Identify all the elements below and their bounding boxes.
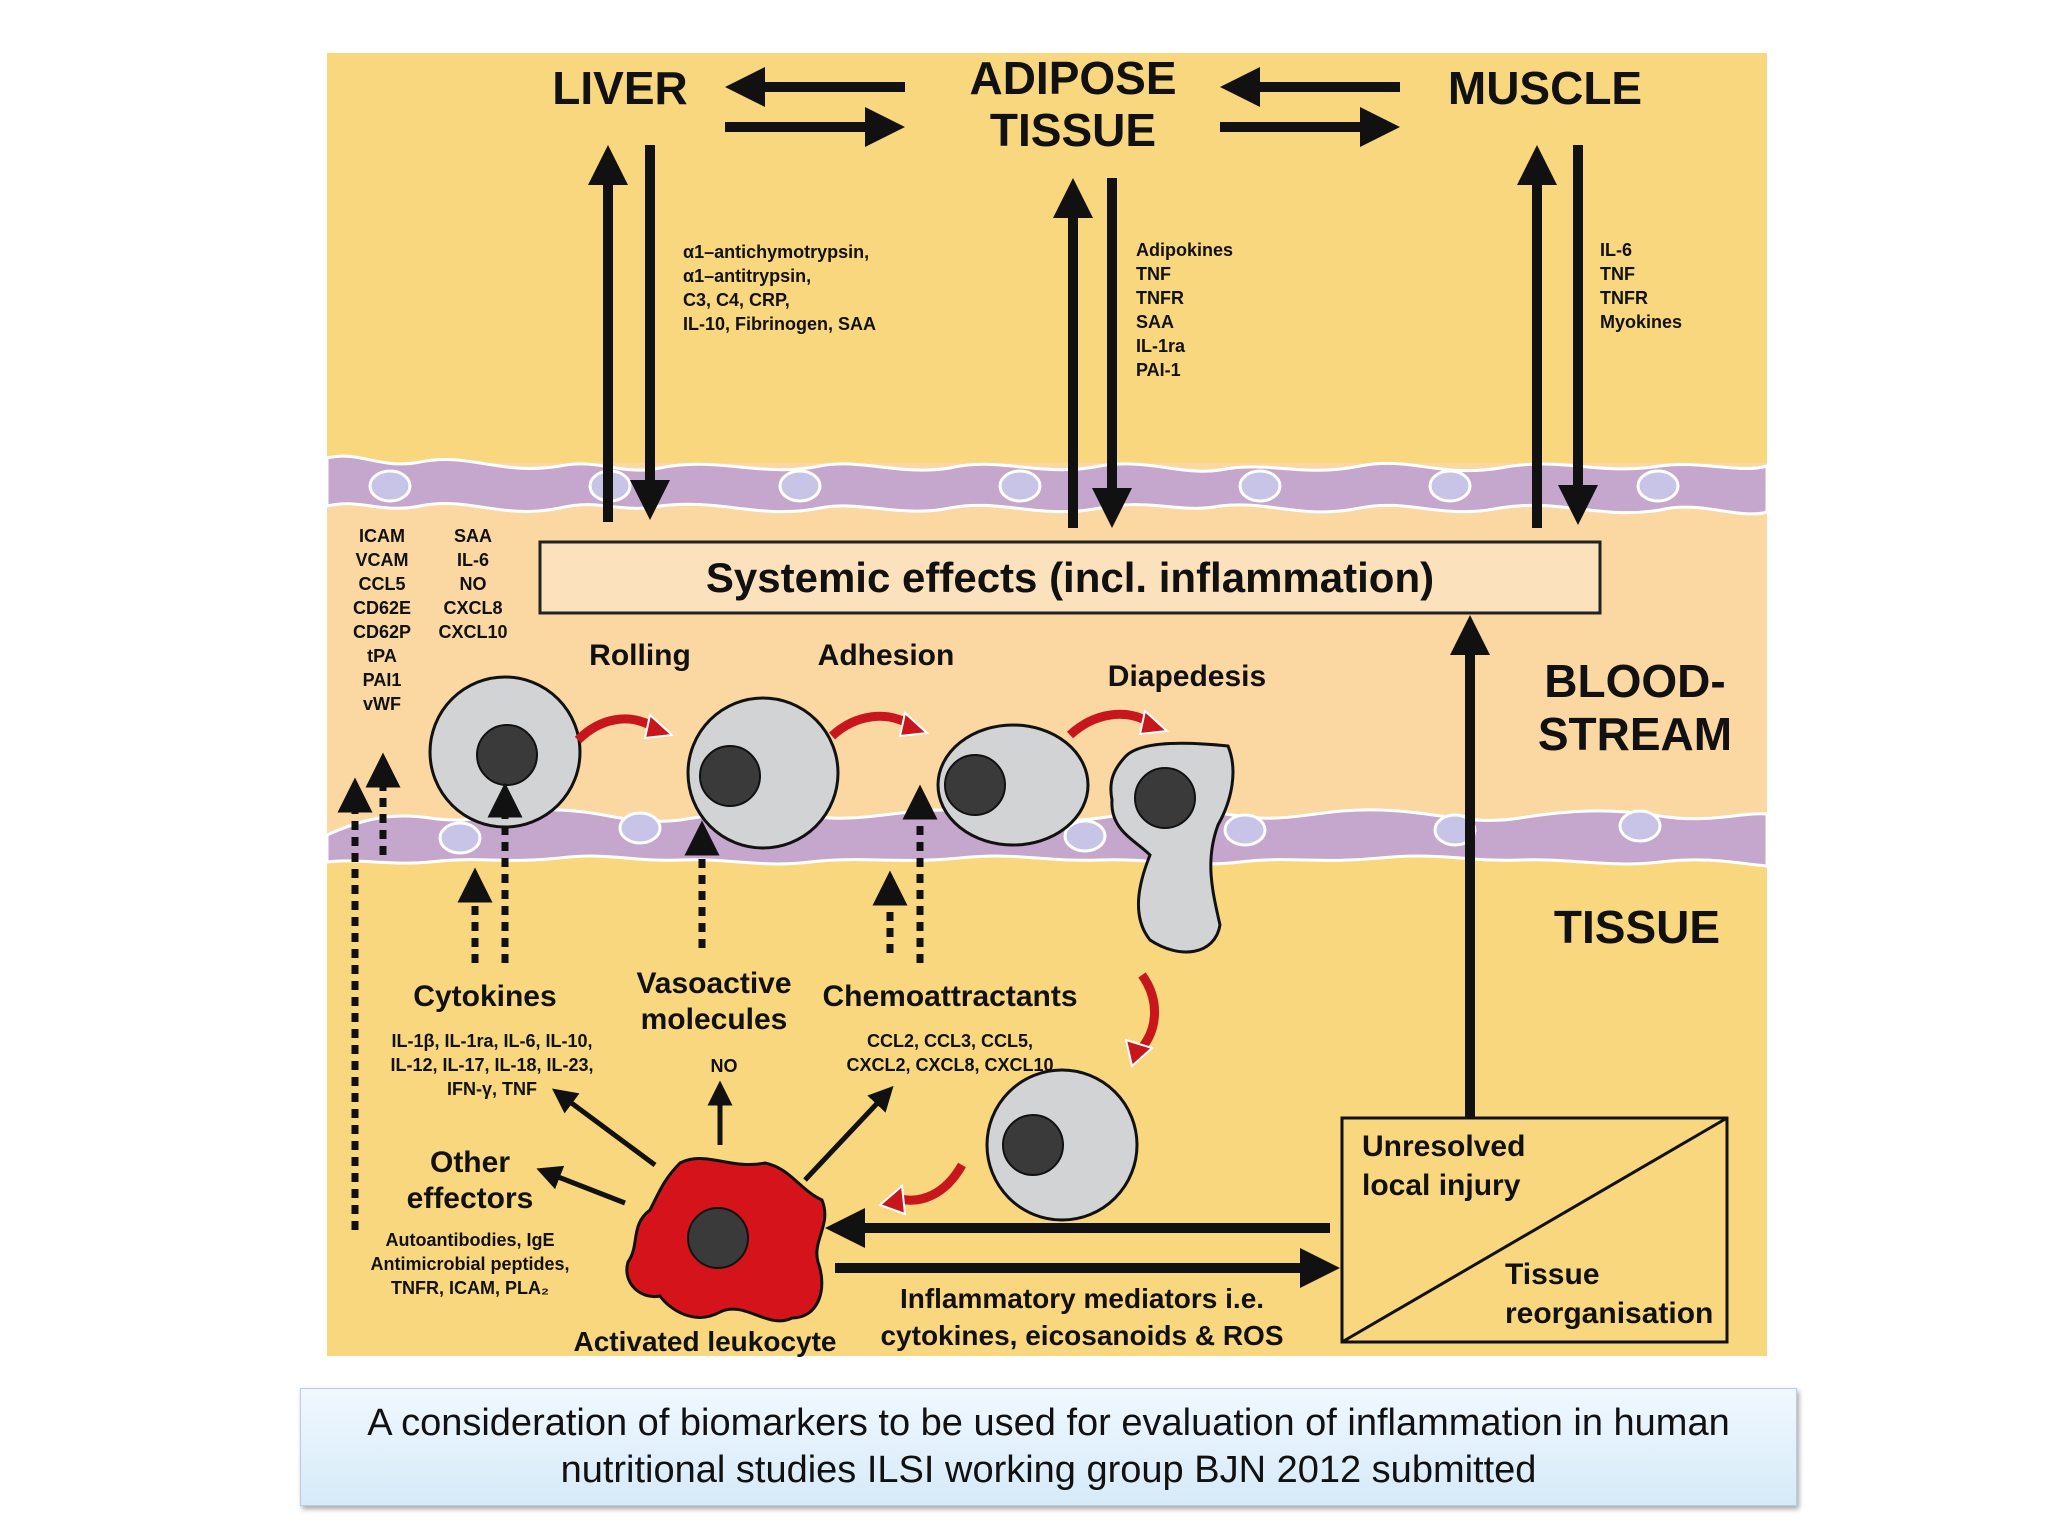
injury-box: [1340, 1116, 1729, 1344]
adipose-marker: Adipokines: [1136, 240, 1233, 260]
adipose-marker: PAI-1: [1136, 360, 1181, 380]
upper-tissue-region: [327, 53, 1767, 463]
cytokine-line: IL-1β, IL-1ra, IL-6, IL-10,: [391, 1031, 592, 1051]
systemic-effects-label: Systemic effects (incl. inflammation): [706, 554, 1434, 601]
mediator-exchange-arrows: [825, 615, 1490, 1288]
endothelial-marker: CCL5: [358, 574, 405, 594]
endothelial-marker: vWF: [363, 694, 401, 714]
muscle-marker: IL-6: [1600, 240, 1632, 260]
organ-liver: LIVER: [552, 62, 687, 114]
vasoactive-title-line2: molecules: [641, 1003, 788, 1036]
endothelial-marker: ICAM: [359, 526, 405, 546]
cytokines-title: Cytokines: [413, 980, 556, 1013]
muscle-marker: TNFR: [1600, 288, 1648, 308]
leukocyte-rolling: [428, 675, 582, 829]
activated-leukocyte: [625, 1157, 827, 1323]
cytokine-line: IL-12, IL-17, IL-18, IL-23,: [390, 1055, 593, 1075]
bloodstream-label-line2: STREAM: [1538, 708, 1732, 760]
liver-marker-list: α1–antichymotrypsin, α1–antitrypsin, C3,…: [683, 242, 876, 334]
migration-arrows: [574, 709, 1170, 1216]
curved-arrow-icon: [1136, 972, 1159, 1054]
chemoattractants-list: CCL2, CCL3, CCL5, CXCL2, CXCL8, CXCL10: [846, 1031, 1053, 1075]
systemic-effects-box: [538, 540, 1602, 615]
adipose-marker: IL-1ra: [1136, 336, 1186, 356]
liver-marker: α1–antichymotrypsin,: [683, 242, 869, 262]
stage-rolling: Rolling: [589, 639, 691, 672]
vasoactive-list: NO: [711, 1056, 738, 1076]
activated-leukocyte-label: Activated leukocyte: [574, 1326, 837, 1357]
dotted-signal-arrows: [337, 752, 938, 1230]
chemo-line: CXCL2, CXCL8, CXCL10: [846, 1055, 1053, 1075]
adipose-marker: SAA: [1136, 312, 1174, 332]
stage-adhesion: Adhesion: [818, 639, 955, 672]
organ-adipose-line1: ADIPOSE: [969, 52, 1176, 104]
other-effector-line: TNFR, ICAM, PLA₂: [391, 1278, 549, 1298]
liver-marker: C3, C4, CRP,: [683, 290, 790, 310]
curved-arrow-icon: [898, 711, 930, 738]
leukocyte-tissue: [985, 1068, 1139, 1222]
adipose-marker: TNF: [1136, 264, 1171, 284]
effector-arrows: [536, 1080, 894, 1206]
endothelial-markers-right: SAA IL-6 NO CXCL8 CXCL10: [438, 526, 507, 642]
endothelial-marker: SAA: [454, 526, 492, 546]
endothelial-marker: CD62E: [353, 598, 411, 618]
organ-vertical-arrows: [588, 145, 1598, 528]
stage-diapedesis: Diapedesis: [1108, 660, 1266, 693]
muscle-marker: TNF: [1600, 264, 1635, 284]
inflammatory-mediators-line2: cytokines, eicosanoids & ROS: [880, 1320, 1283, 1351]
other-effectors-list: Autoantibodies, IgE Antimicrobial peptid…: [370, 1230, 569, 1298]
cytokine-line: IFN-γ, TNF: [447, 1079, 537, 1099]
endothelial-marker: PAI1: [363, 670, 402, 690]
organ-muscle: MUSCLE: [1448, 62, 1642, 114]
caption-line: A consideration of biomarkers to be used…: [367, 1402, 1730, 1444]
bloodstream-label-line1: BLOOD-: [1544, 655, 1725, 707]
adipose-marker: TNFR: [1136, 288, 1184, 308]
organ-adipose-line2: TISSUE: [990, 104, 1156, 156]
chemoattractants-title: Chemoattractants: [822, 980, 1077, 1013]
other-effector-line: Antimicrobial peptides,: [370, 1254, 569, 1274]
caption-line: nutritional studies ILSI working group B…: [560, 1449, 1537, 1491]
endothelial-marker: tPA: [367, 646, 397, 666]
tissue-label: TISSUE: [1554, 901, 1720, 953]
cytokines-list: IL-1β, IL-1ra, IL-6, IL-10, IL-12, IL-17…: [390, 1031, 593, 1099]
unresolved-injury-line2: local injury: [1362, 1169, 1521, 1202]
endothelial-marker: CD62P: [353, 622, 411, 642]
leukocyte-adherent: [936, 723, 1090, 847]
unresolved-injury-line1: Unresolved: [1362, 1130, 1525, 1163]
upper-endothelium: [325, 454, 1769, 516]
organ-exchange-arrows: [725, 67, 1400, 147]
inflammatory-mediators-line1: Inflammatory mediators i.e.: [900, 1283, 1264, 1314]
liver-marker: IL-10, Fibrinogen, SAA: [683, 314, 876, 334]
tissue-reorganisation-line2: reorganisation: [1505, 1297, 1713, 1330]
endothelial-marker: NO: [460, 574, 487, 594]
caption-box: A consideration of biomarkers to be used…: [300, 1388, 1797, 1506]
liver-marker: α1–antitrypsin,: [683, 266, 811, 286]
curved-arrow-icon: [1124, 1038, 1154, 1068]
curved-arrow-icon: [1138, 709, 1170, 736]
endothelial-markers-left: ICAM VCAM CCL5 CD62E CD62P tPA PAI1 vWF: [353, 526, 411, 714]
adipose-marker-list: Adipokines TNF TNFR SAA IL-1ra PAI-1: [1136, 240, 1233, 380]
endothelial-marker: VCAM: [356, 550, 409, 570]
muscle-marker: Myokines: [1600, 312, 1682, 332]
leukocyte-diapedesis: [1109, 741, 1235, 954]
endothelial-marker: IL-6: [457, 550, 489, 570]
endothelial-marker: CXCL10: [438, 622, 507, 642]
other-effector-line: Autoantibodies, IgE: [386, 1230, 555, 1250]
muscle-marker-list: IL-6 TNF TNFR Myokines: [1600, 240, 1682, 332]
chemo-line: CCL2, CCL3, CCL5,: [867, 1031, 1033, 1051]
tissue-reorganisation-line1: Tissue: [1505, 1258, 1600, 1291]
vasoactive-title-line1: Vasoactive: [636, 967, 791, 1000]
other-effectors-title-line2: effectors: [407, 1182, 534, 1215]
leukocyte-adhesion: [686, 696, 840, 850]
curved-arrow-icon: [643, 713, 675, 740]
other-effectors-title-line1: Other: [430, 1146, 510, 1179]
curved-arrow-icon: [878, 1183, 907, 1216]
endothelial-marker: CXCL8: [443, 598, 502, 618]
